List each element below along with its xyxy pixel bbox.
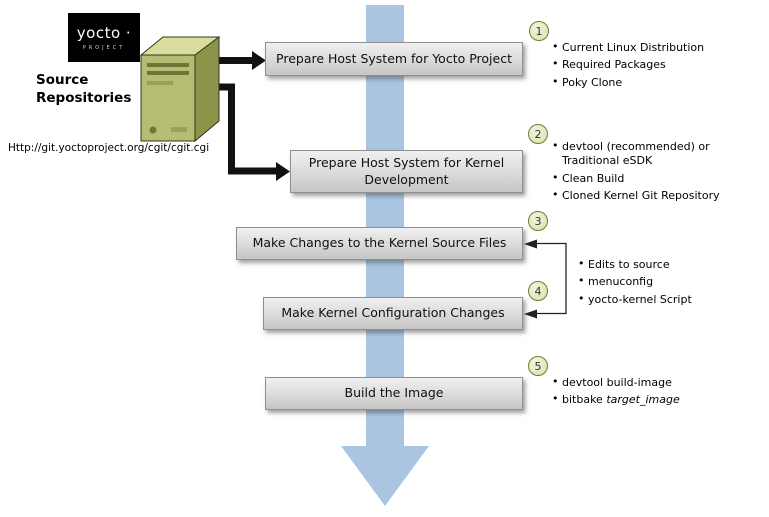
source-repositories-label: Source Repositories bbox=[36, 72, 132, 107]
step-box-3: Make Changes to the Kernel Source Files bbox=[236, 227, 523, 260]
bullet-item: Poky Clone bbox=[551, 75, 751, 90]
yocto-logo-subtext: PROJECT bbox=[82, 45, 126, 51]
bullet-item: devtool build-image bbox=[551, 375, 751, 390]
bullet-item: Clean Build bbox=[551, 171, 751, 186]
bullet-item: Current Linux Distribution bbox=[551, 40, 751, 55]
step-box-5: Build the Image bbox=[265, 377, 523, 410]
yocto-logo-text: yocto · bbox=[76, 24, 132, 42]
bullet-item: Edits to source bbox=[577, 257, 747, 272]
step-number-badge-2: 2 bbox=[528, 124, 548, 144]
step-number-badge-5: 5 bbox=[528, 356, 548, 376]
step-2-bullet-list: devtool (recommended) or Traditional eSD… bbox=[551, 139, 751, 206]
step-5-bullet-list: devtool build-image bitbake target_image bbox=[551, 375, 751, 411]
step-number-badge-4: 4 bbox=[528, 281, 548, 301]
bullet-text: bitbake bbox=[562, 393, 607, 407]
bullet-item: Cloned Kernel Git Repository bbox=[551, 188, 751, 203]
step-box-2: Prepare Host System for Kernel Developme… bbox=[290, 150, 523, 193]
shared-bullets-connector bbox=[524, 239, 567, 319]
bullet-text-italic: target_image bbox=[606, 393, 680, 407]
bullet-item: menuconfig bbox=[577, 274, 747, 289]
bullet-item: Required Packages bbox=[551, 57, 751, 72]
step-box-4: Make Kernel Configuration Changes bbox=[263, 297, 523, 330]
source-repo-url: Http://git.yoctoproject.org/cgit/cgit.cg… bbox=[8, 142, 210, 154]
server-tower-icon bbox=[139, 36, 221, 143]
bullet-item: bitbake target_image bbox=[551, 392, 751, 407]
arrow-server-to-step2-icon bbox=[218, 83, 290, 181]
step-number-badge-3: 3 bbox=[528, 211, 548, 231]
step-1-bullet-list: Current Linux Distribution Required Pack… bbox=[551, 40, 751, 93]
step-box-1: Prepare Host System for Yocto Project bbox=[265, 42, 523, 76]
steps-3-4-shared-bullet-list: Edits to source menuconfig yocto-kernel … bbox=[577, 257, 747, 310]
yocto-logo: yocto · PROJECT bbox=[68, 13, 140, 62]
bullet-item: devtool (recommended) or Traditional eSD… bbox=[551, 139, 751, 169]
step-number-badge-1: 1 bbox=[529, 21, 549, 41]
bullet-item: yocto-kernel Script bbox=[577, 292, 747, 307]
arrow-server-to-step1-icon bbox=[219, 51, 266, 70]
